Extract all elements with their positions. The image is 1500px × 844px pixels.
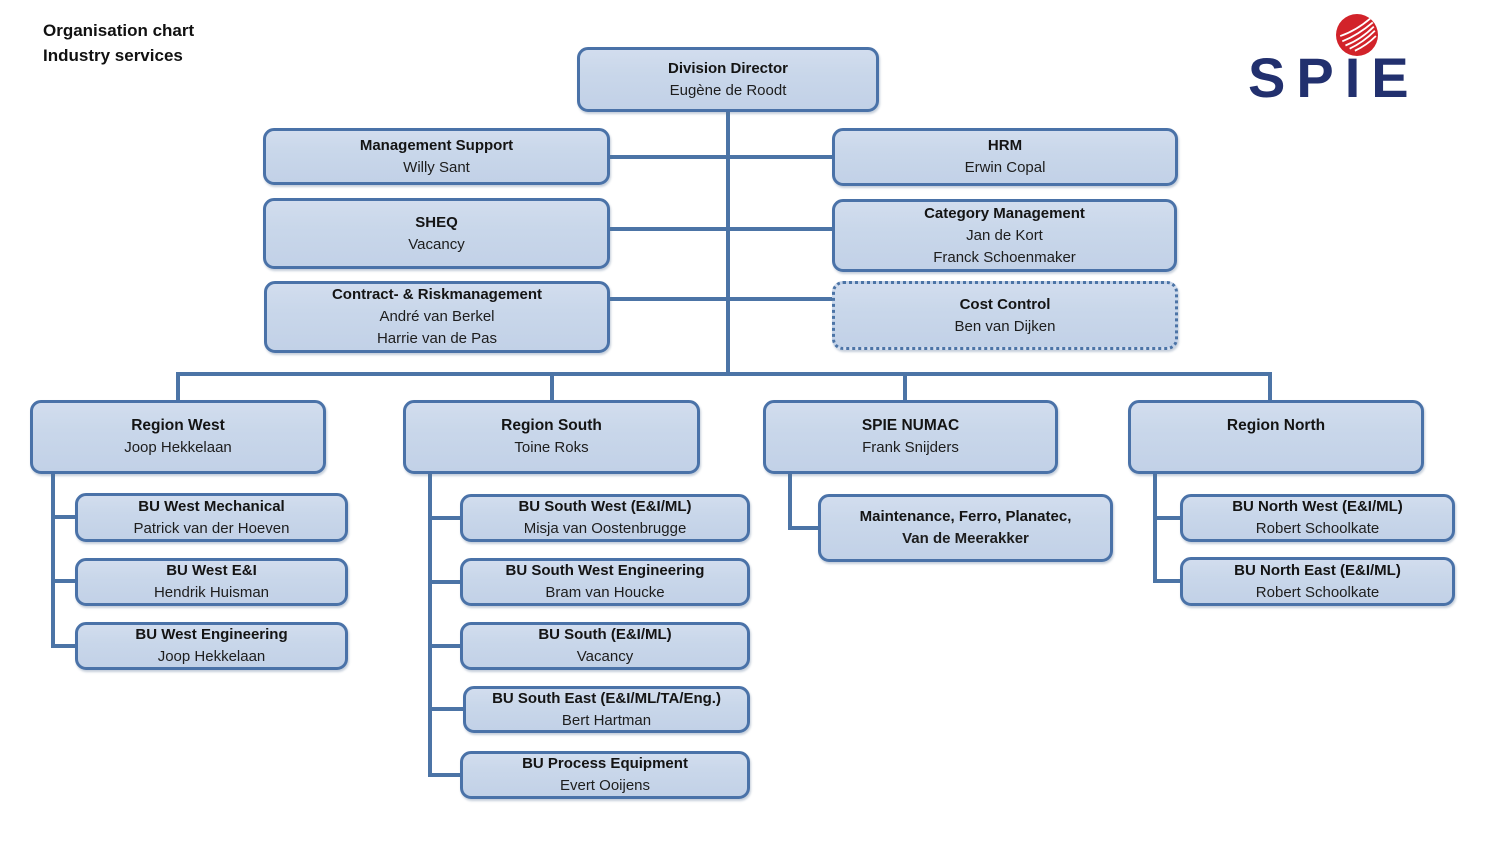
org-box-bu-south: BU South (E&I/ML) Vacancy [460,622,750,670]
box-title: Maintenance, Ferro, Planatec, [859,508,1072,525]
org-box-division-director: Division Director Eugène de Roodt [577,47,879,112]
box-name: Erwin Copal [964,159,1046,176]
box-name: Vacancy [576,648,634,665]
page-title-line2: Industry services [43,46,183,65]
box-title: SPIE NUMAC [861,417,960,434]
page-title: Organisation chart Industry services [43,18,194,68]
box-name: Joop Hekkelaan [157,648,266,665]
box-name: Frank Snijders [862,439,959,456]
box-name: Toine Roks [514,439,589,456]
box-name: Ben van Dijken [954,317,1056,335]
box-title: SHEQ [415,213,458,231]
org-box-bu-process-equipment: BU Process Equipment Evert Ooijens [460,751,750,799]
org-box-bu-west-engineering: BU West Engineering Joop Hekkelaan [75,622,348,670]
box-name: Hendrik Huisman [153,584,270,601]
box-name: Bram van Houcke [545,584,665,601]
box-name: Robert Schoolkate [1255,583,1380,601]
org-box-bu-north-east: BU North East (E&I/ML) Robert Schoolkate [1180,557,1455,606]
org-box-cost-control: Cost Control Ben van Dijken [832,281,1178,350]
box-title: BU South (E&I/ML) [538,626,672,643]
page-title-line1: Organisation chart [43,21,195,40]
box-name: Van de Meerakker [902,530,1029,547]
box-name: Harrie van de Pas [376,330,498,347]
box-title: Division Director [667,59,789,77]
org-box-bu-south-west-engineering: BU South West Engineering Bram van Houck… [460,558,750,606]
org-box-bu-south-east: BU South East (E&I/ML/TA/Eng.) Bert Hart… [463,686,750,733]
spie-logo-text: SPIE [1248,46,1420,109]
org-box-hrm: HRM Erwin Copal [832,128,1178,186]
org-box-region-west: Region West Joop Hekkelaan [30,400,326,474]
org-box-bu-west-mechanical: BU West Mechanical Patrick van der Hoeve… [75,493,348,542]
org-box-bu-south-west: BU South West (E&I/ML) Misja van Oostenb… [460,494,750,542]
box-title: Contract- & Riskmanagement [331,286,543,303]
box-title: BU South East (E&I/ML/TA/Eng.) [492,689,721,707]
org-box-sheq: SHEQ Vacancy [263,198,610,269]
box-title: BU North West (E&I/ML) [1232,498,1403,515]
box-name: Evert Ooijens [559,777,651,794]
box-title: Region West [131,417,225,434]
box-name: Robert Schoolkate [1255,520,1380,537]
box-title: HRM [987,137,1023,154]
box-title: BU West Engineering [135,626,288,643]
box-name: Willy Sant [403,158,470,176]
spie-globe-icon [1336,14,1378,56]
box-name: André van Berkel [379,308,495,325]
box-title: Cost Control [959,295,1051,313]
box-title: Region North [1226,417,1326,434]
box-title: Region South [501,417,602,434]
box-name: Joop Hekkelaan [124,439,232,456]
box-name: Franck Schoenmaker [933,248,1076,266]
box-title: BU North East (E&I/ML) [1234,561,1401,579]
org-box-bu-west-ei: BU West E&I Hendrik Huisman [75,558,348,606]
box-title: Management Support [359,136,514,154]
org-box-spie-numac: SPIE NUMAC Frank Snijders [763,400,1058,474]
org-box-management-support: Management Support Willy Sant [263,128,610,185]
org-box-region-south: Region South Toine Roks [403,400,700,474]
box-name: Vacancy [408,235,465,253]
org-box-category-management: Category Management Jan de Kort Franck S… [832,199,1177,272]
spie-logo: SPIE [1240,4,1470,116]
box-name: Eugène de Roodt [669,81,787,99]
box-name: Jan de Kort [966,226,1043,244]
box-title: BU West E&I [166,562,257,579]
org-box-numac-maintenance: Maintenance, Ferro, Planatec, Van de Mee… [818,494,1113,562]
org-box-region-north: Region North [1128,400,1424,474]
box-title: Category Management [924,204,1085,222]
box-title: BU West Mechanical [138,497,285,515]
box-name: Patrick van der Hoeven [133,519,290,537]
org-box-bu-north-west: BU North West (E&I/ML) Robert Schoolkate [1180,494,1455,542]
box-title: BU Process Equipment [522,755,688,772]
box-title: BU South West (E&I/ML) [518,498,692,515]
box-title: BU South West Engineering [505,562,705,579]
box-name: Bert Hartman [561,711,652,729]
org-box-contract-riskmanagement: Contract- & Riskmanagement André van Ber… [264,281,610,353]
box-name: Misja van Oostenbrugge [523,520,687,537]
